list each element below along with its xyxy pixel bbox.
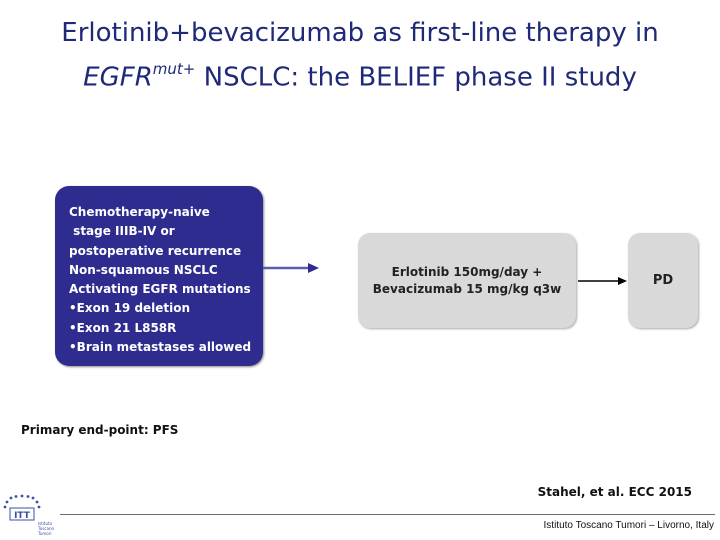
title-superscript: mut+ [152,60,196,78]
title-rest: NSCLC: the BELIEF phase II study [195,62,637,93]
criteria-item: •Brain metastases allowed [69,340,252,355]
slide-title: Erlotinib+bevacizumab as first-line ther… [0,14,720,97]
institute-name: Istituto Toscano Tumori – Livorno, Italy [543,520,714,531]
criteria-item: postoperative recurrence [69,243,242,258]
logo-text-line-1: Istituto [38,521,53,526]
logo-text-line-2: Toscano [37,526,54,531]
treatment-line-2: Bevacizumab 15 mg/kg q3w [372,281,562,296]
criteria-item: •Exon 21 L858R [69,320,177,335]
progression-arrow [578,277,627,285]
treatment-box: Erlotinib 150mg/day + Bevacizumab 15 mg/… [358,233,576,328]
title-line-1: Erlotinib+bevacizumab as first-line ther… [61,18,659,48]
criteria-item: Activating EGFR mutations [69,282,251,297]
title-gene: EGFR [83,62,153,93]
svg-text:ITT: ITT [14,511,31,521]
enrollment-arrow [263,263,319,273]
criteria-item: Non-squamous NSCLC [69,262,218,277]
criteria-item: •Exon 19 deletion [69,301,191,316]
footer-divider [60,514,715,515]
eligibility-criteria-box: Chemotherapy-naive stage IIIB-IV or post… [55,186,263,366]
treatment-line-1: Erlotinib 150mg/day + [391,264,543,279]
criteria-item: stage IIIB-IV or [69,224,175,239]
logo-text-line-3: Tumori [37,531,51,536]
outcome-label: PD [652,273,674,288]
primary-endpoint: Primary end-point: PFS [21,423,179,437]
outcome-box: PD [628,233,698,328]
criteria-list: Chemotherapy-naive stage IIIB-IV or post… [69,203,251,357]
institute-logo: ITT Istituto Toscano Tumori [3,494,54,536]
criteria-item: Chemotherapy-naive [69,205,210,219]
title-line-2: EGFRmut+ NSCLC: the BELIEF phase II stud… [0,52,720,97]
citation: Stahel, et al. ECC 2015 [537,485,692,499]
